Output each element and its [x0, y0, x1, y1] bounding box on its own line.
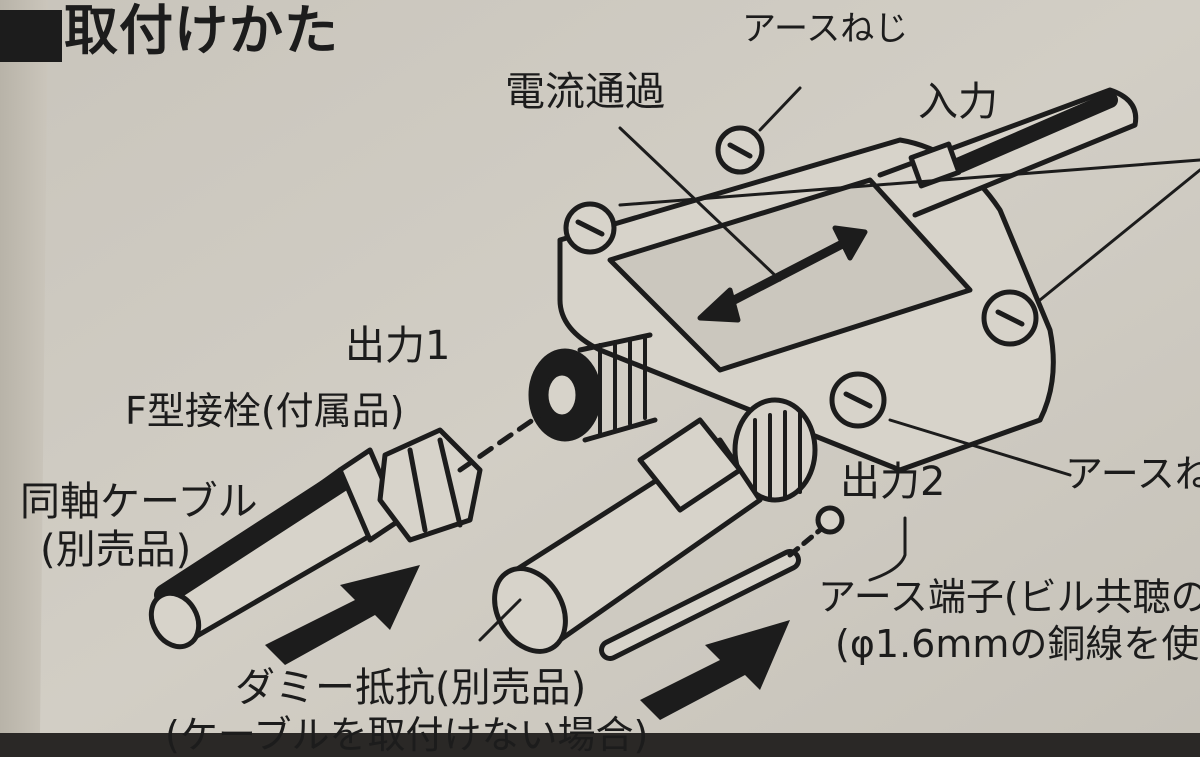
output2-label: 出力2: [840, 459, 946, 505]
product-box-photo: [0, 0, 1200, 733]
earth-screw-top-label: アースねじ: [742, 9, 909, 49]
earth-terminal-label: アース端子(ビル共聴の: [818, 575, 1200, 619]
coax-cable-note: (別売品): [40, 527, 192, 573]
current-pass-label: 電流通過: [505, 69, 665, 115]
output1-label: 出力1: [345, 323, 451, 369]
coax-cable-label: 同軸ケーブル: [20, 479, 258, 525]
earth-wire-label: (φ1.6mmの銅線を使: [835, 622, 1200, 666]
dummy-resistor-label: ダミー抵抗(別売品): [235, 665, 587, 711]
splitter-diagram: [148, 86, 1200, 661]
heading-marker: [0, 10, 62, 62]
dummy-note-label: (ケーブルを取付けない場合): [165, 713, 649, 757]
insertion-arrows: [265, 565, 790, 720]
input-label: 入力: [918, 79, 998, 125]
page-heading: 取付けかた: [64, 0, 339, 62]
f-connector-label: F型接栓(付属品): [125, 389, 405, 433]
earth-screw-right-label: アースね: [1065, 452, 1200, 496]
